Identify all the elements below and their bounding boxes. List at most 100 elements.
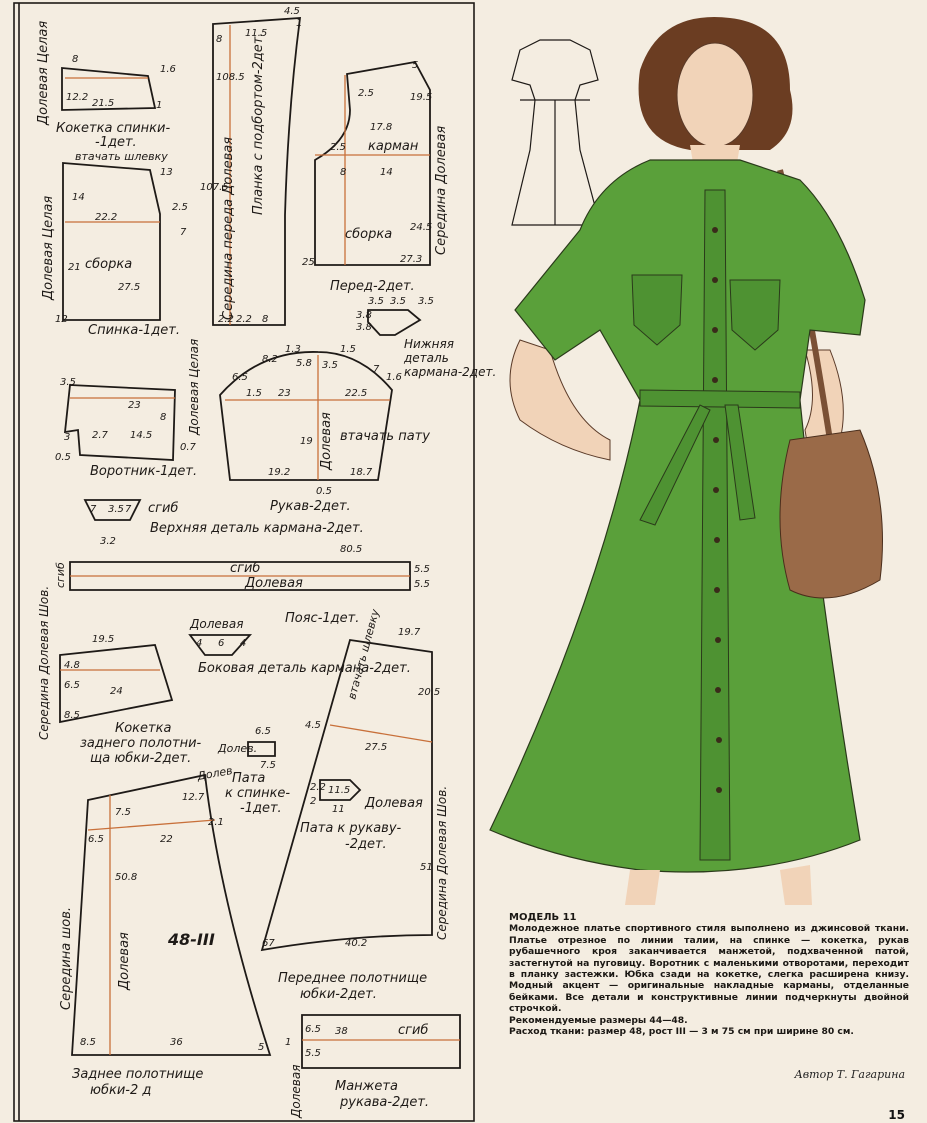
label: Долевая Целая: [36, 21, 51, 126]
measure: 4: [240, 638, 246, 649]
measure: 8: [340, 167, 346, 178]
measure: 1.5: [340, 344, 356, 355]
measure: 27.3: [400, 254, 422, 265]
belt: [639, 389, 801, 409]
label: Долев.: [217, 742, 257, 755]
piece-lower-pocket: [367, 309, 422, 336]
measure: 1: [285, 1037, 291, 1048]
measure: 1: [156, 100, 162, 111]
guide-lines: [60, 25, 460, 1055]
measure: 38: [335, 1026, 348, 1037]
measure: 1.6: [386, 372, 402, 383]
measure: 21.5: [92, 98, 114, 109]
measure: 25: [302, 257, 315, 268]
label: Кокетка: [115, 721, 171, 736]
piece-back-tab: [247, 741, 276, 757]
measure: 7.5: [260, 760, 276, 771]
measure: 7: [90, 504, 97, 515]
piece-side-pocket: [188, 634, 253, 656]
piece-back: [62, 162, 161, 321]
measure: 2.5: [358, 88, 374, 99]
measure: 1.5: [246, 388, 262, 399]
measure: 22.5: [345, 388, 367, 399]
measure: 6: [218, 638, 224, 649]
piece-front: [314, 61, 431, 266]
label: юбки-2дет.: [300, 987, 377, 1002]
label: Долевая: [364, 796, 423, 811]
measure: 5.5: [305, 1048, 321, 1059]
measure: 3: [64, 432, 70, 443]
measure: 51: [420, 862, 433, 873]
measure: 11.5: [245, 28, 267, 39]
measure: 24: [110, 686, 123, 697]
measure: 24.5: [410, 222, 432, 233]
measure: 5.5: [414, 579, 430, 590]
measure: 2.5: [172, 202, 188, 213]
label: карман: [368, 139, 419, 154]
measure: 3.5: [368, 296, 384, 307]
measure: 2: [310, 796, 316, 807]
label: Планка с подбортом-2дет.: [251, 33, 266, 215]
label: Долевая: [117, 932, 132, 991]
label: Рукав-2дет.: [270, 499, 351, 514]
pattern-frame: [13, 2, 475, 1122]
measure: 3.8: [356, 322, 372, 333]
label: Воротник-1дет.: [90, 464, 197, 479]
label: заднего полотни-: [80, 736, 202, 751]
model-description: МОДЕЛЬ 11 Молодежное платье спортивного …: [509, 912, 909, 1037]
fabric-consumption: Расход ткани: размер 48, рост III — 3 м …: [509, 1026, 854, 1038]
measure: 40.2: [345, 938, 367, 949]
label: Долев.: [195, 763, 237, 783]
measure: 1.3: [285, 344, 301, 355]
label: Середина Долевая: [434, 126, 449, 255]
measure: 18.7: [350, 467, 373, 478]
model-illustration: [489, 17, 883, 905]
label: Долевая: [244, 576, 303, 591]
label: сборка: [85, 257, 132, 272]
measure: 8: [262, 314, 268, 325]
piece-skirt-yoke: [59, 644, 174, 724]
measure: 6.5: [255, 726, 271, 737]
measure: 50.8: [115, 872, 137, 883]
label: Боковая деталь кармана-2дет.: [198, 661, 411, 676]
measure: 6.5: [88, 834, 104, 845]
measure: 4.5: [305, 720, 321, 731]
label: сборка: [345, 227, 392, 242]
label: Середина переда Долевая: [221, 137, 236, 320]
measure: 3.2: [100, 536, 116, 547]
measure: 14: [380, 167, 393, 178]
measure: 11: [332, 804, 345, 815]
measure: 3.5: [418, 296, 434, 307]
label: ща юбки-2дет.: [90, 751, 191, 766]
measure: 8: [160, 412, 166, 423]
lower-pocket-title: Нижняя деталь кармана-2дет.: [404, 337, 497, 379]
measure: 8.5: [64, 710, 80, 721]
label: Пата к рукаву-: [300, 821, 402, 836]
measure: 20.5: [418, 687, 440, 698]
label: Долевая Целая: [187, 339, 201, 436]
bag: [779, 429, 883, 599]
measure: 23: [128, 400, 141, 411]
measure: 0.5: [316, 486, 332, 497]
label: Кокетка спинки-: [56, 121, 170, 136]
label: сгиб: [230, 561, 260, 576]
measure: 2.2: [218, 314, 234, 325]
measure: 5.5: [414, 564, 430, 575]
placket: [699, 189, 731, 861]
measure: 12.7: [182, 792, 205, 803]
recommended-sizes: Рекомендуемые размеры 44—48.: [509, 1014, 688, 1026]
measure: 6.5: [64, 680, 80, 691]
measure: 36: [170, 1037, 183, 1048]
buttons: [712, 227, 722, 793]
piece-placket: [212, 17, 302, 326]
label: Долевая Целая: [41, 196, 56, 301]
label: втачать шлевку: [75, 150, 168, 163]
measure: 19.2: [268, 467, 290, 478]
label: рукава-2дет.: [339, 1095, 429, 1110]
measure: 27.5: [118, 282, 140, 293]
author-credit: Автор Т. Гагарина: [794, 1068, 905, 1081]
piece-back-skirt: [71, 773, 272, 1056]
measure: 8: [72, 54, 78, 65]
measure: 8.2: [262, 354, 278, 365]
label: -1дет.: [95, 135, 137, 150]
